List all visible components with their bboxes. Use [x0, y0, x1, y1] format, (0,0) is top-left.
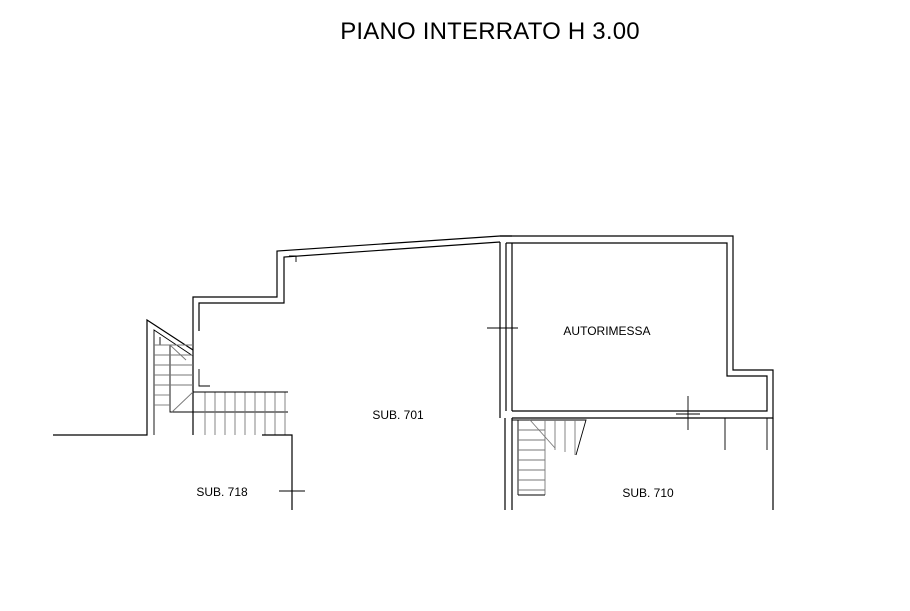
- label-sub-710: SUB. 710: [622, 486, 674, 500]
- plan-title: PIANO INTERRATO H 3.00: [340, 18, 640, 45]
- walls-autorimessa: [487, 235, 774, 430]
- staircase-right: [512, 419, 587, 496]
- walls-sub-710: [504, 417, 774, 510]
- label-sub-701: SUB. 701: [372, 408, 424, 422]
- walls-sub-701: [192, 235, 512, 435]
- staircase-left: [53, 318, 305, 510]
- label-sub-718: SUB. 718: [196, 485, 248, 499]
- label-autorimessa: AUTORIMESSA: [563, 324, 650, 338]
